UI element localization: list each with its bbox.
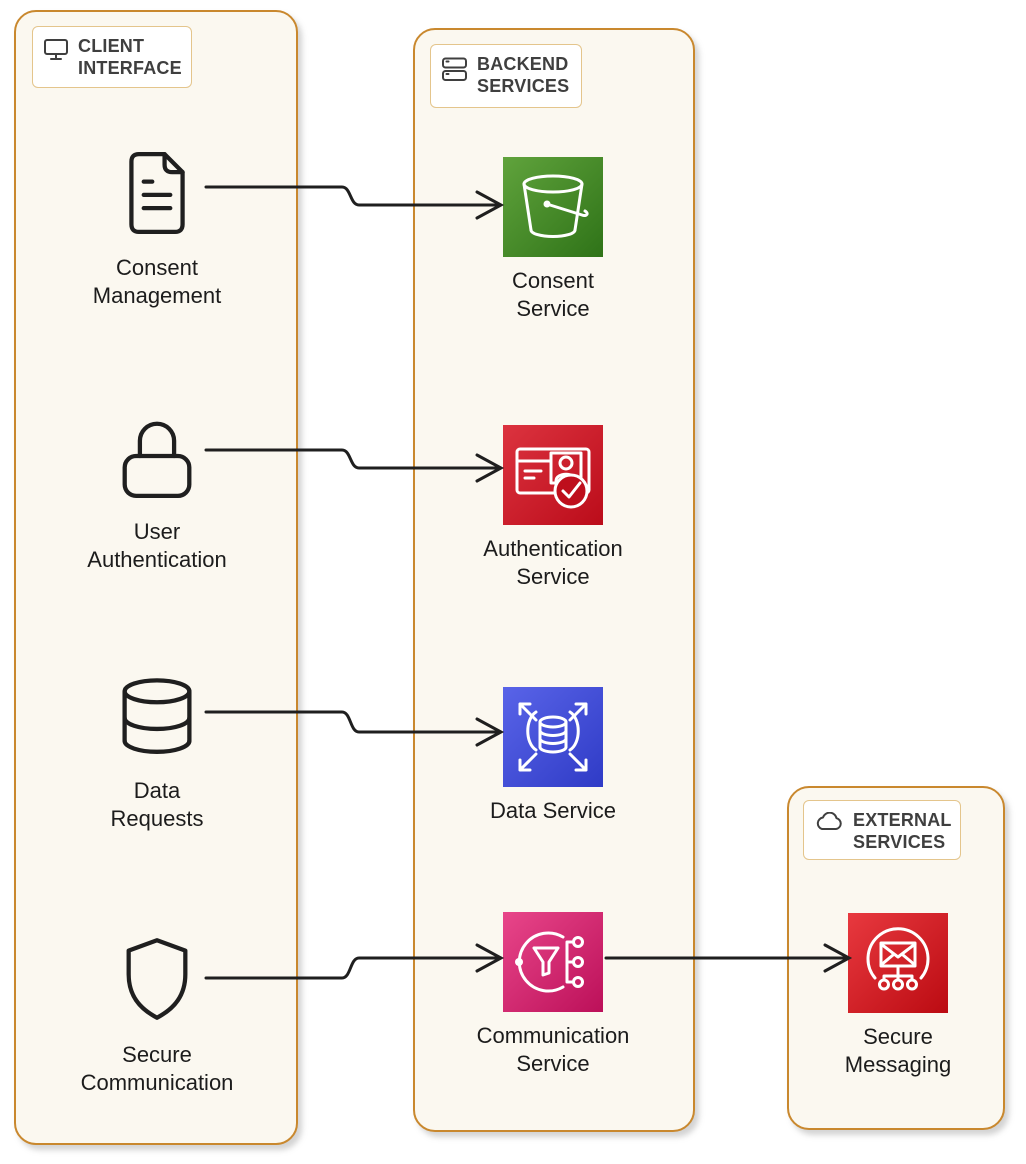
group-header-client-interface: CLIENT INTERFACE [32, 26, 192, 88]
node-secure-communication: Secure Communication [47, 936, 267, 1097]
shield-icon [123, 936, 191, 1027]
document-icon [121, 149, 193, 242]
node-secure-messaging: Secure Messaging [788, 913, 1008, 1079]
database-scale-icon [503, 687, 603, 787]
node-label: Consent Service [512, 268, 594, 322]
database-icon [117, 676, 197, 765]
group-label: EXTERNAL SERVICES [853, 810, 952, 852]
node-authentication-service: Authentication Service [443, 425, 663, 591]
node-label: Communication Service [476, 1023, 630, 1077]
node-label: Authentication Service [483, 536, 623, 590]
group-header-backend-services: BACKEND SERVICES [430, 44, 582, 108]
servers-icon [441, 54, 468, 88]
node-user-authentication: User Authentication [47, 412, 267, 574]
node-data-requests: Data Requests [47, 676, 267, 833]
node-label: Data Service [490, 798, 616, 823]
node-data-service: Data Service [443, 687, 663, 825]
envelope-network-icon [848, 913, 948, 1013]
id-card-check-icon [503, 425, 603, 525]
funnel-notification-icon [503, 912, 603, 1012]
group-label: CLIENT INTERFACE [78, 36, 182, 78]
node-label: Secure Messaging [844, 1024, 952, 1078]
lock-icon [119, 412, 195, 505]
cloud-icon [814, 810, 844, 838]
node-label: Consent Management [92, 255, 222, 309]
group-label: BACKEND SERVICES [477, 54, 570, 96]
node-consent-service: Consent Service [443, 157, 663, 323]
bucket-icon [503, 157, 603, 257]
node-communication-service: Communication Service [443, 912, 663, 1078]
node-label: Secure Communication [80, 1042, 234, 1096]
node-label: Data Requests [110, 778, 204, 832]
group-header-external-services: EXTERNAL SERVICES [803, 800, 961, 860]
node-label: User Authentication [87, 519, 227, 573]
node-consent-management: Consent Management [47, 149, 267, 310]
monitor-icon [43, 36, 69, 67]
